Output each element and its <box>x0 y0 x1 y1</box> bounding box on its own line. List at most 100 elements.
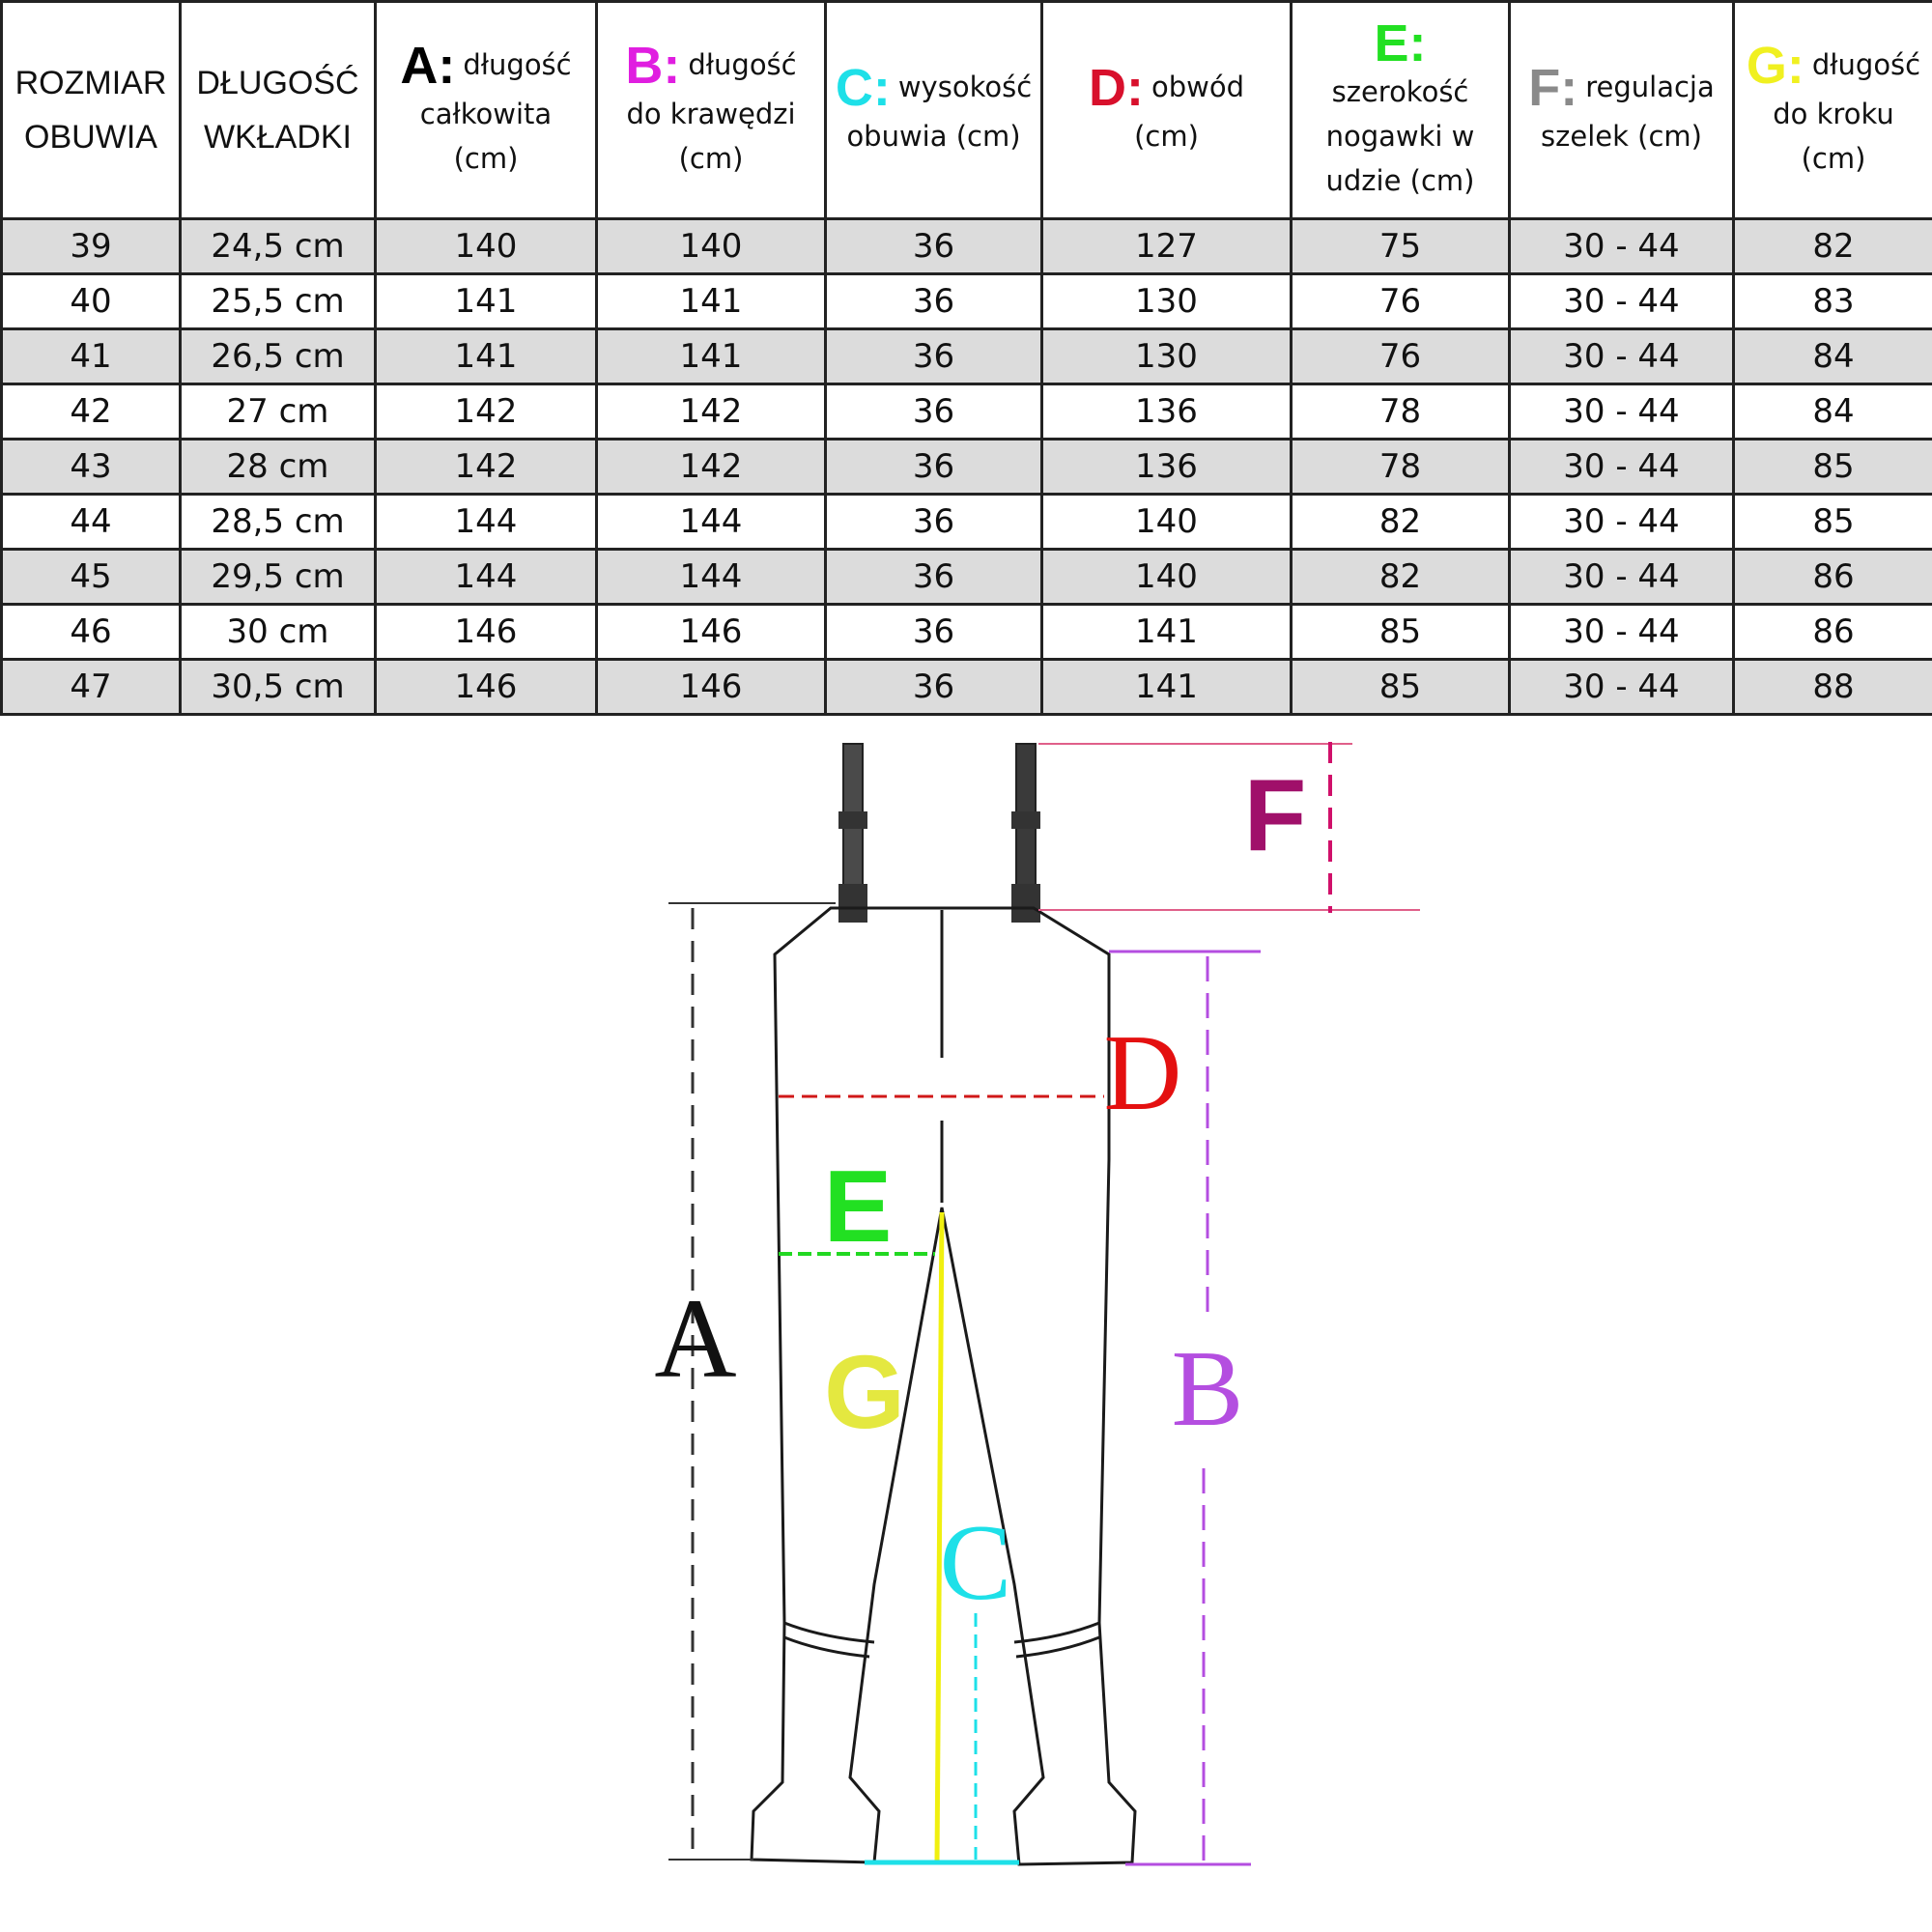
header-text: wysokość <box>897 71 1033 103</box>
table-cell: 88 <box>1732 658 1932 716</box>
measure-a: A <box>654 902 836 1861</box>
table-cell: 144 <box>374 493 598 551</box>
header-first-line: D:obwód <box>1043 62 1290 114</box>
table-cell: 30 - 44 <box>1508 438 1735 496</box>
table-cell: 142 <box>374 438 598 496</box>
header-letter: D: <box>1088 59 1144 117</box>
label-a: A <box>654 1275 736 1402</box>
measure-c: C <box>865 1503 1019 1865</box>
table-cell: 30 - 44 <box>1508 217 1735 275</box>
right-strap-buckle-bottom <box>1011 884 1040 923</box>
table-cell: 40 <box>0 272 182 330</box>
table-cell: 42 <box>0 383 182 440</box>
measure-d: D <box>779 1013 1181 1133</box>
table-cell: 30 - 44 <box>1508 272 1735 330</box>
table-cell: 26,5 cm <box>179 327 377 385</box>
header-line: do kroku <box>1773 98 1894 130</box>
table-cell: 142 <box>595 383 827 440</box>
header-line: OBUWIA <box>24 119 157 156</box>
table-cell: 83 <box>1732 272 1932 330</box>
table-cell: 144 <box>595 493 827 551</box>
table-cell: 41 <box>0 327 182 385</box>
table-cell: 28 cm <box>179 438 377 496</box>
measure-b: B <box>1109 950 1261 1866</box>
header-first-line: G:długość <box>1735 40 1932 92</box>
table-cell: 76 <box>1290 327 1511 385</box>
table-cell: 45 <box>0 548 182 606</box>
header-line: (cm) <box>678 142 744 175</box>
header-letter: G: <box>1746 37 1804 95</box>
table-cell: 84 <box>1732 383 1932 440</box>
label-f: F <box>1244 758 1307 872</box>
table-cell: 146 <box>374 658 598 716</box>
table-cell: 30 - 44 <box>1508 383 1735 440</box>
table-cell: 85 <box>1732 438 1932 496</box>
header-line: DŁUGOŚĆ <box>196 65 359 101</box>
suspender-straps <box>838 743 1040 923</box>
table-cell: 140 <box>595 217 827 275</box>
label-g: G <box>824 1333 905 1450</box>
header-letter: A: <box>400 37 456 95</box>
table-cell: 130 <box>1040 327 1293 385</box>
table-cell: 146 <box>374 603 598 661</box>
header-first-line: F:regulacja <box>1511 62 1732 114</box>
table-cell: 141 <box>374 272 598 330</box>
table-cell: 86 <box>1732 548 1932 606</box>
left-strap-buckle-top <box>838 811 867 829</box>
left-strap-buckle-bottom <box>838 884 867 923</box>
header-line: szelek (cm) <box>1541 120 1702 153</box>
table-cell: 127 <box>1040 217 1293 275</box>
header-first-line: C:wysokość <box>827 62 1040 114</box>
label-d: D <box>1104 1013 1182 1133</box>
table-cell: 25,5 cm <box>179 272 377 330</box>
header-first-line: B:długość <box>598 40 824 92</box>
table-cell: 30,5 cm <box>179 658 377 716</box>
header-cell: ROZMIAR OBUWIA <box>0 0 182 220</box>
table-cell: 30 - 44 <box>1508 658 1735 716</box>
table-cell: 36 <box>824 383 1043 440</box>
measure-f: F <box>1038 742 1420 913</box>
header-text: obwód <box>1151 71 1244 103</box>
header-line: WKŁADKI <box>203 119 353 156</box>
table-cell: 84 <box>1732 327 1932 385</box>
table-cell: 76 <box>1290 272 1511 330</box>
table-cell: 85 <box>1732 493 1932 551</box>
table-cell: 144 <box>374 548 598 606</box>
table-cell: 82 <box>1290 548 1511 606</box>
table-cell: 86 <box>1732 603 1932 661</box>
measure-e: E <box>779 1150 935 1264</box>
table-cell: 130 <box>1040 272 1293 330</box>
header-first-line: A:długość <box>377 40 595 92</box>
table-cell: 27 cm <box>179 383 377 440</box>
header-line: ROZMIAR <box>14 65 167 101</box>
header-line: (cm) <box>453 142 519 175</box>
table-cell: 39 <box>0 217 182 275</box>
table-cell: 30 - 44 <box>1508 327 1735 385</box>
table-cell: 36 <box>824 493 1043 551</box>
table-cell: 30 - 44 <box>1508 493 1735 551</box>
header-cell: DŁUGOŚĆ WKŁADKI <box>179 0 377 220</box>
header-line: (cm) <box>1134 120 1199 153</box>
table-cell: 82 <box>1290 493 1511 551</box>
header-line: (cm) <box>1801 142 1866 175</box>
table-cell: 85 <box>1290 658 1511 716</box>
table-cell: 30 cm <box>179 603 377 661</box>
table-cell: 82 <box>1732 217 1932 275</box>
table-cell: 44 <box>0 493 182 551</box>
table-cell: 43 <box>0 438 182 496</box>
table-cell: 36 <box>824 658 1043 716</box>
header-text: długość <box>463 48 572 81</box>
label-e: E <box>824 1150 893 1264</box>
table-cell: 142 <box>374 383 598 440</box>
table-cell: 78 <box>1290 438 1511 496</box>
